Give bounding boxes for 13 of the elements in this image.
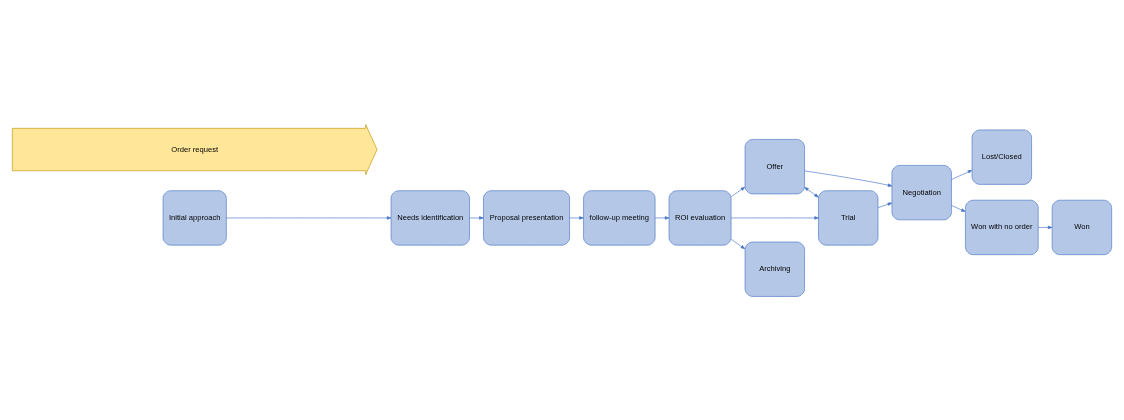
arrow xyxy=(226,215,392,220)
arrow xyxy=(804,170,893,187)
arrow xyxy=(951,204,966,212)
arrow xyxy=(654,215,670,220)
arrow xyxy=(1038,225,1053,229)
arrow xyxy=(951,169,973,180)
arrow xyxy=(469,215,484,220)
arrow xyxy=(730,186,746,197)
arrow xyxy=(877,202,893,208)
arrow xyxy=(730,215,819,220)
arrow xyxy=(730,238,746,249)
arrow xyxy=(804,186,819,197)
arrow xyxy=(569,215,584,220)
